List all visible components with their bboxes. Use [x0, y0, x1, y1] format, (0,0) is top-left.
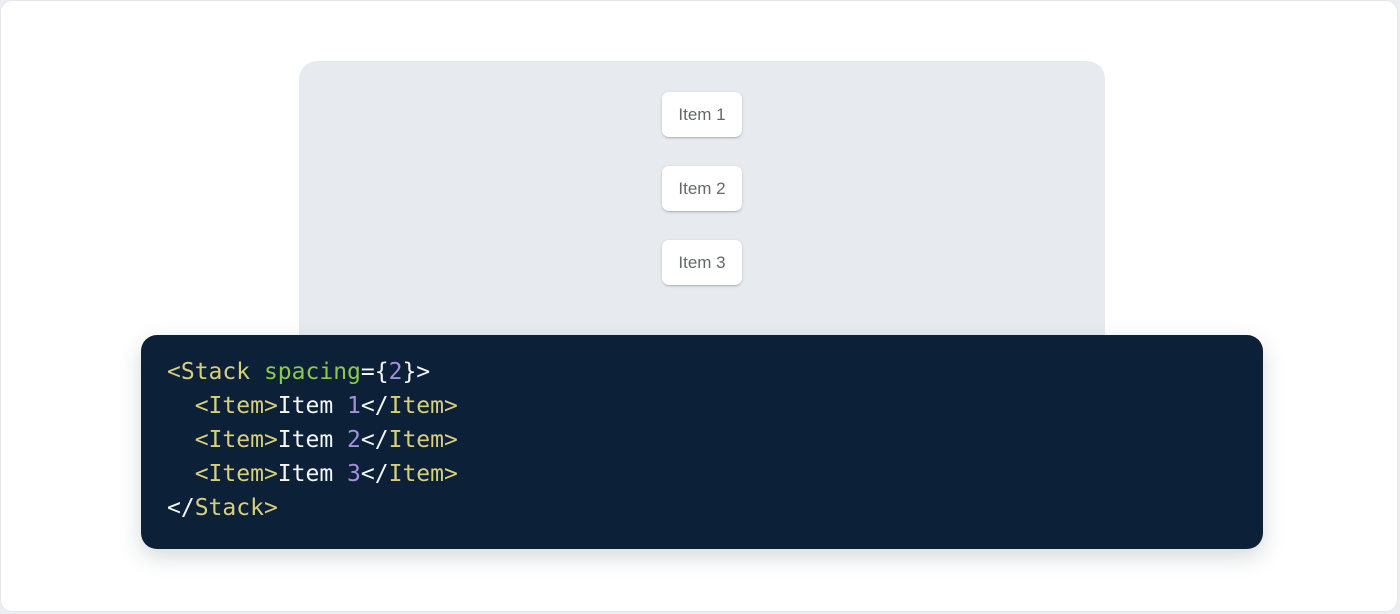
code-token-plain: Item	[277, 461, 348, 487]
code-token-tag: Item>	[388, 461, 458, 487]
code-token-plain: </	[360, 461, 389, 487]
code-line: <Item>Item 3</Item>	[167, 457, 1233, 491]
code-token-tag: Item>	[388, 427, 458, 453]
code-token-tag: <Item>	[194, 427, 278, 453]
code-line: <Stack spacing={2}>	[167, 355, 1233, 389]
code-token-tag: <Item>	[194, 461, 278, 487]
code-token-attr: spacing	[263, 359, 361, 385]
stack-item-card: Item 1	[662, 92, 742, 137]
code-token-num: 3	[347, 461, 361, 487]
stack-item-label: Item 3	[678, 252, 726, 272]
code-token-num: 2	[347, 427, 361, 453]
stack-item-label: Item 1	[678, 104, 726, 124]
code-token-num: 2	[388, 359, 403, 385]
code-token-plain: Item	[277, 427, 348, 453]
code-block: <Stack spacing={2}> <Item>Item 1</Item> …	[141, 335, 1263, 549]
code-token-plain: </	[167, 495, 195, 521]
code-token-tag: Item>	[388, 393, 458, 419]
code-token-plain: ={	[360, 359, 389, 385]
code-token-tag: <Item>	[194, 393, 278, 419]
code-token-plain: Item	[277, 393, 348, 419]
stack-item-card: Item 2	[662, 166, 742, 211]
code-line: <Item>Item 1</Item>	[167, 389, 1233, 423]
code-token-tag: Stack>	[194, 495, 278, 521]
stack-demo-panel: Item 1 Item 2 Item 3	[299, 61, 1105, 353]
stack-item-label: Item 2	[678, 178, 726, 198]
code-token-plain	[250, 359, 264, 385]
code-token-plain	[167, 461, 195, 487]
stack-item-card: Item 3	[662, 240, 742, 285]
code-token-plain	[167, 427, 195, 453]
code-token-plain: </	[360, 393, 389, 419]
code-token-num: 1	[347, 393, 361, 419]
code-token-tag: <Stack	[167, 359, 251, 385]
code-content: <Stack spacing={2}> <Item>Item 1</Item> …	[141, 335, 1263, 549]
code-line: <Item>Item 2</Item>	[167, 423, 1233, 457]
code-token-plain: </	[360, 427, 389, 453]
code-line: </Stack>	[167, 491, 1233, 525]
code-token-plain: }>	[402, 359, 431, 385]
code-token-plain	[167, 393, 195, 419]
